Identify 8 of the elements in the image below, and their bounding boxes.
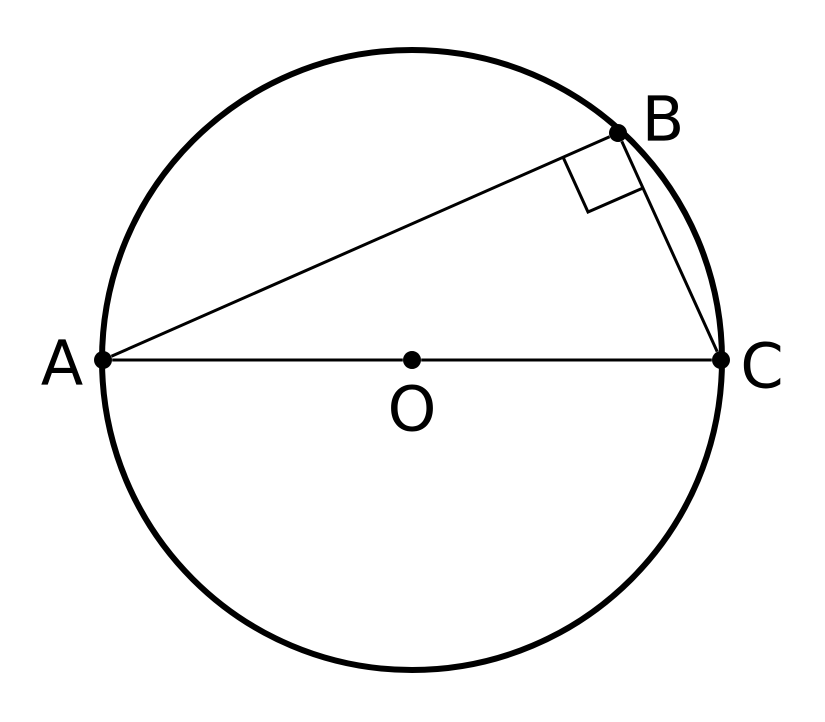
line-segment [110, 135, 610, 358]
point-label: C [744, 342, 780, 388]
point-label: O [391, 384, 433, 432]
point-label: B [648, 95, 680, 141]
line-segment [421, 358, 712, 362]
line-segment [112, 358, 403, 362]
line-segment [620, 140, 719, 352]
point-label: A [41, 339, 83, 385]
